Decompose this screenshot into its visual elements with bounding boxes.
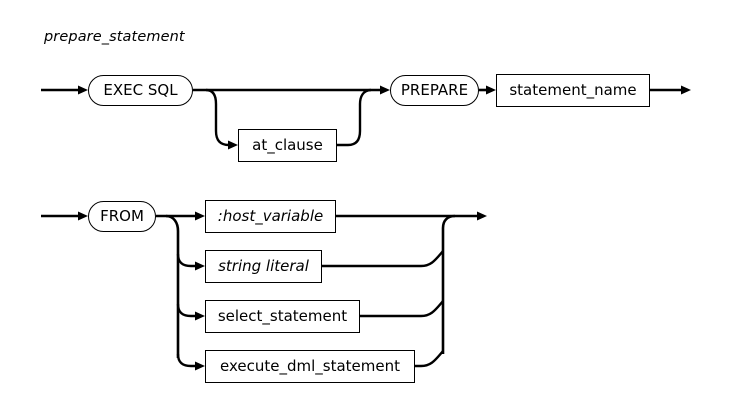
node-execute-dml-statement[interactable]: execute_dml_statement — [205, 350, 415, 383]
arrow-row2-exit — [477, 211, 487, 221]
rail-merge-string-literal — [322, 250, 444, 268]
rail-at-clause-branch-out — [337, 88, 372, 147]
arrow-into-select-statement — [195, 311, 205, 321]
rail-at-clause-branch-in — [205, 88, 234, 147]
rail-merge-execute-dml-statement — [415, 350, 444, 368]
arrow-into-statement-name — [486, 85, 496, 95]
node-prepare[interactable]: PREPARE — [390, 75, 479, 106]
rail-choice-left-vertical — [165, 214, 180, 358]
node-from[interactable]: FROM — [88, 201, 156, 232]
arrow-into-from — [78, 211, 88, 221]
node-statement-name[interactable]: statement_name — [496, 74, 650, 107]
arrow-into-string-literal — [195, 261, 205, 271]
rail-merge-select-statement — [360, 300, 444, 318]
rail-branch-string-literal — [176, 253, 201, 268]
page-title: prepare_statement — [44, 29, 185, 45]
node-select-statement[interactable]: select_statement — [205, 300, 360, 333]
node-host-variable[interactable]: :host_variable — [205, 200, 336, 233]
arrow-row1-exit — [681, 85, 691, 95]
rail-branch-execute-dml-statement — [176, 353, 201, 368]
arrow-into-at-clause — [228, 140, 238, 150]
node-at-clause[interactable]: at_clause — [238, 129, 337, 162]
rail-merge-right-top-curve — [441, 214, 456, 229]
rail-branch-select-statement — [176, 303, 201, 318]
arrow-into-execute-dml-statement — [195, 361, 205, 371]
node-exec-sql[interactable]: EXEC SQL — [88, 75, 193, 106]
arrow-into-exec-sql — [78, 85, 88, 95]
arrow-into-host-variable — [195, 211, 205, 221]
node-string-literal[interactable]: string literal — [205, 250, 322, 283]
arrow-into-prepare — [380, 85, 390, 95]
